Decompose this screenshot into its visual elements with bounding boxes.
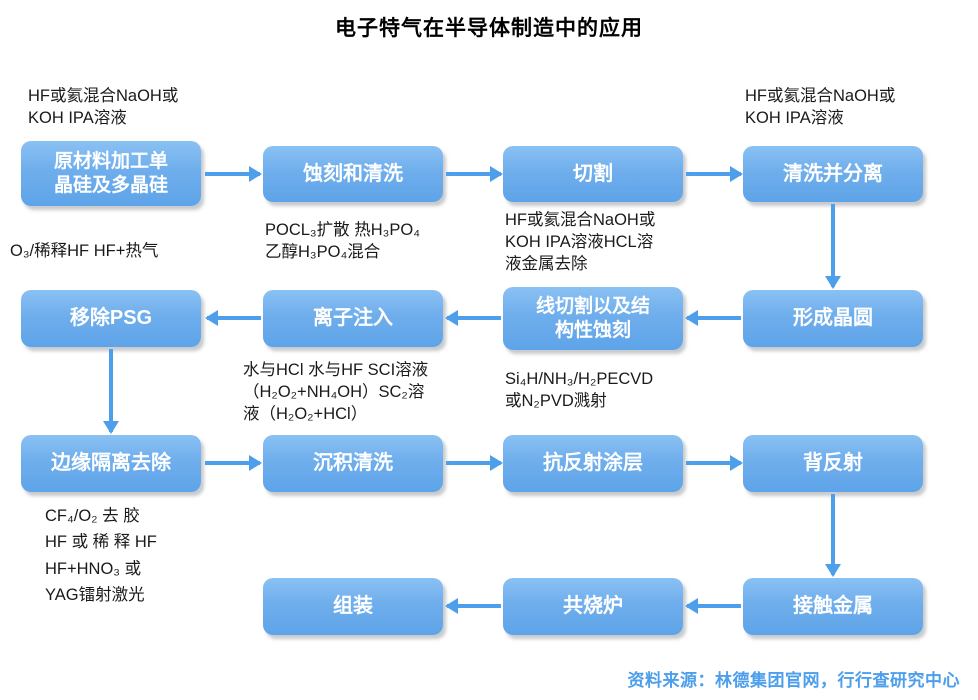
node-ion-implant: 离子注入: [263, 290, 443, 347]
node-label: 沉积清洗: [313, 452, 393, 474]
arrow-psg-to-edge: [109, 349, 113, 432]
node-wire-cut: 线切割以及结 构性蚀刻: [503, 287, 683, 350]
node-cofiring: 共烧炉: [503, 578, 683, 635]
node-assembly: 组装: [263, 578, 443, 635]
node-contact-metal: 接触金属: [743, 578, 923, 635]
annotation-hf-naoh-right: HF或氦混合NaOH或 KOH IPA溶液: [745, 87, 896, 128]
node-label: 切割: [573, 162, 613, 185]
node-label: 蚀刻和清洗: [303, 162, 403, 185]
arrow-wafer-to-wirecut: [687, 316, 741, 320]
node-raw-material: 原材料加工单 晶硅及多晶硅: [21, 141, 201, 206]
annotation-pecvd: Si₄H/NH₃/H₂PECVD 或N₂PVD溅射: [505, 370, 654, 411]
node-etch-clean: 蚀刻和清洗: [263, 146, 443, 202]
arrow-cut-to-clean: [686, 172, 741, 176]
node-label: 共烧炉: [563, 595, 623, 617]
node-label: 线切割以及结 构性蚀刻: [535, 295, 650, 341]
annotation-o3-hf: O₃/稀释HF HF+热气: [10, 242, 159, 260]
annotation-hf-naoh-left: HF或氦混合NaOH或 KOH IPA溶液: [28, 87, 179, 128]
node-deposition-clean: 沉积清洗: [263, 435, 443, 492]
node-ar-coating: 抗反射涂层: [503, 435, 683, 492]
arrow-ar-to-back: [686, 461, 741, 465]
arrow-etch-to-cut: [446, 172, 501, 176]
node-label: 背反射: [803, 452, 863, 474]
arrow-back-to-contact: [831, 494, 835, 575]
node-clean-separate: 清洗并分离: [743, 146, 923, 202]
arrow-contact-to-cofiring: [687, 604, 741, 608]
node-label: 形成晶圆: [793, 307, 873, 329]
node-back-reflect: 背反射: [743, 435, 923, 492]
annotation-pocl: POCL₃扩散 热H₃PO₄ 乙醇H₃PO₄混合: [265, 221, 420, 262]
arrow-clean-to-wafer: [831, 204, 835, 287]
node-label: 抗反射涂层: [543, 452, 643, 474]
node-remove-psg: 移除PSG: [21, 290, 201, 347]
node-label: 边缘隔离去除: [51, 452, 171, 474]
node-edge-isolation: 边缘隔离去除: [21, 435, 201, 492]
annotation-sc-solutions: 水与HCl 水与HF SCI溶液 （H₂O₂+NH₄OH）SC₂溶 液（H₂O₂…: [243, 361, 429, 424]
annotation-hcl-removal: HF或氦混合NaOH或 KOH IPA溶液HCL溶 液金属去除: [505, 211, 656, 274]
node-label: 移除PSG: [69, 307, 153, 329]
annotation-cf4: CF₄/O₂ 去 胶 HF 或 稀 释 HF HF+HNO₃ 或 YAG镭射激光: [45, 507, 157, 605]
node-wafer: 形成晶圆: [743, 290, 923, 347]
node-label: 清洗并分离: [783, 162, 883, 185]
arrow-raw-to-etch: [205, 172, 260, 176]
arrow-ion-to-psg: [207, 316, 261, 320]
node-label: 组装: [333, 595, 373, 617]
arrow-cofiring-to-assembly: [447, 604, 501, 608]
node-cutting: 切割: [503, 146, 683, 202]
node-label: 离子注入: [313, 307, 393, 329]
page-title: 电子特气在半导体制造中的应用: [335, 17, 643, 40]
node-label: 原材料加工单 晶硅及多晶硅: [53, 150, 168, 196]
node-label: 接触金属: [793, 595, 873, 617]
arrow-deposition-to-ar: [446, 461, 501, 465]
arrow-wirecut-to-ion: [447, 316, 501, 320]
source-credit: 资料来源：林德集团官网，行行查研究中心: [627, 671, 960, 690]
arrow-edge-to-deposition: [205, 461, 260, 465]
